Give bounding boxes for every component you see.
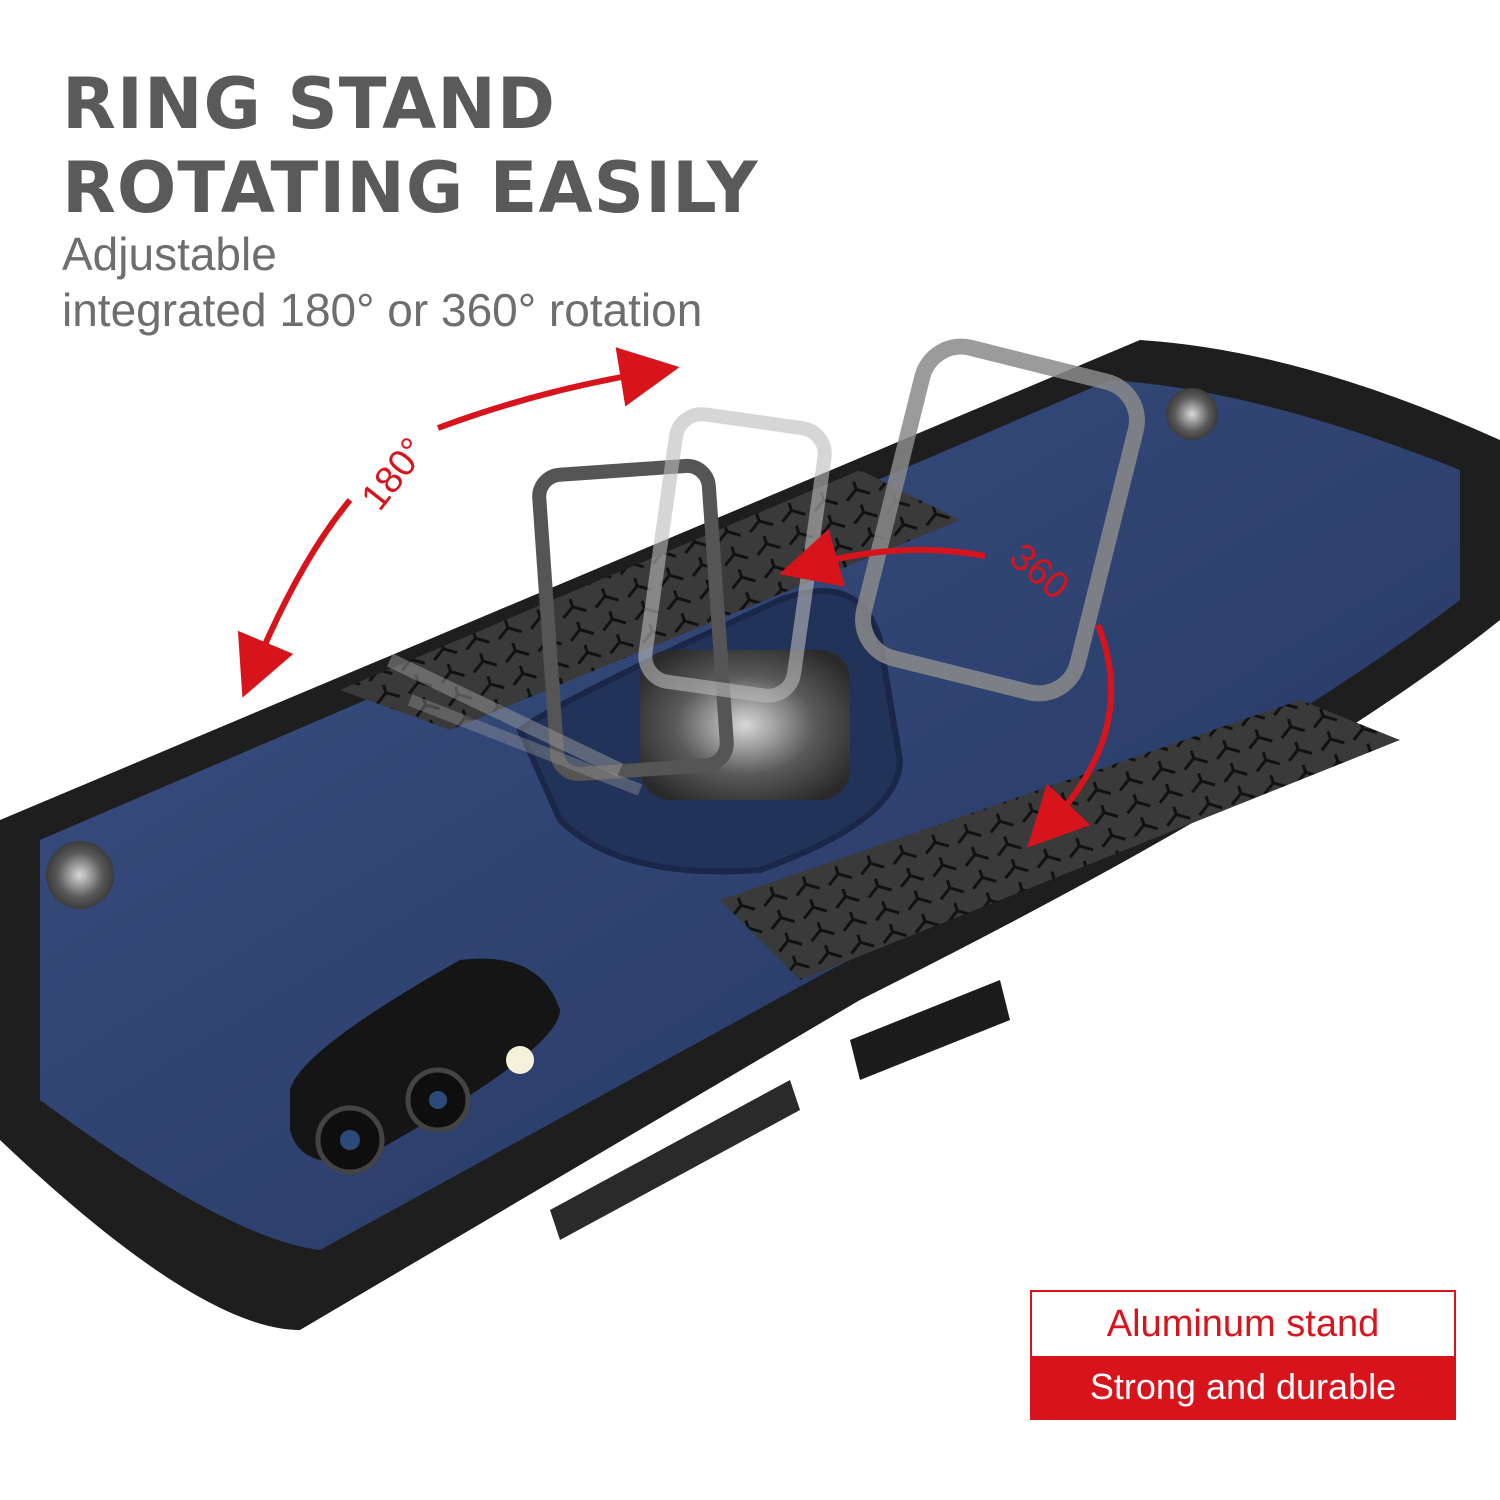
subtext-line-1: Adjustable xyxy=(62,228,277,280)
ring-frame xyxy=(532,458,734,782)
flash-icon xyxy=(506,1046,534,1074)
badge-top-label: Aluminum stand xyxy=(1032,1292,1454,1356)
rotation-label-180: 180° xyxy=(354,430,435,518)
headline-line-1: RING STAND xyxy=(62,63,556,145)
camera-module xyxy=(290,958,560,1175)
badge-bottom-label: Strong and durable xyxy=(1032,1356,1454,1418)
screw-icon xyxy=(46,841,114,909)
side-buttons xyxy=(550,980,1010,1240)
screw-icon xyxy=(1166,388,1218,440)
headline-line-2: ROTATING EASILY xyxy=(62,147,759,229)
phone-case xyxy=(0,340,1500,1330)
volume-button xyxy=(550,1080,800,1240)
subtext-line-2: integrated 180° or 360° rotation xyxy=(62,284,703,336)
ring-mount-disc xyxy=(640,650,850,800)
subtext: Adjustable integrated 180° or 360° rotat… xyxy=(62,226,702,338)
aluminum-badge: Aluminum stand Strong and durable xyxy=(1030,1290,1456,1420)
power-button xyxy=(850,980,1010,1080)
headline: RING STAND ROTATING EASILY xyxy=(62,62,759,230)
